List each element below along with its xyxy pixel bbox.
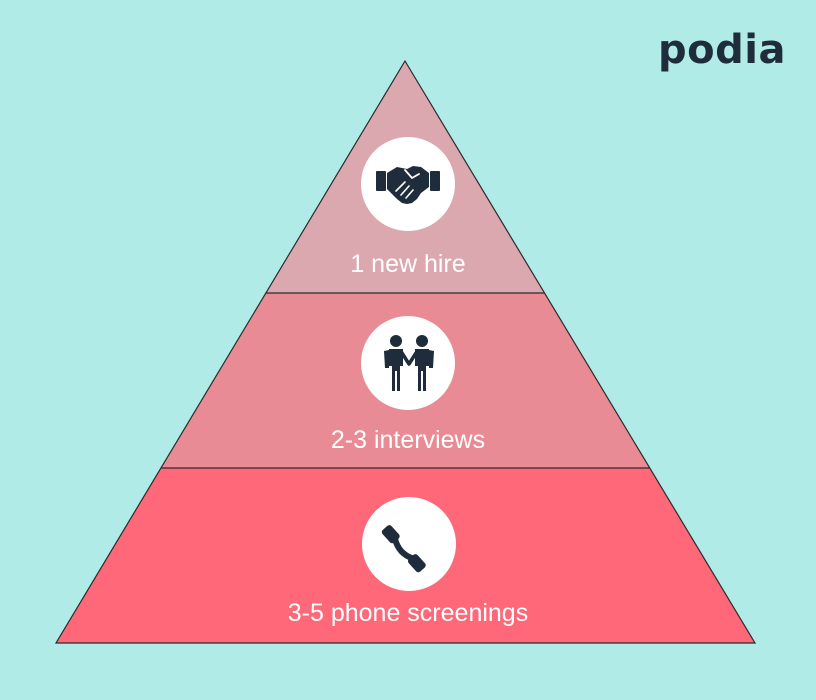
two-people-shaking-hands-icon bbox=[384, 335, 434, 391]
people-icon-circle bbox=[361, 316, 455, 410]
phone-icon bbox=[381, 525, 426, 573]
phone-icon-circle bbox=[362, 497, 456, 591]
handshake-icon bbox=[376, 166, 440, 204]
podia-logo: podia bbox=[658, 27, 786, 73]
pyramid-outline bbox=[54, 59, 757, 644]
tier-label-phone-screenings: 3-5 phone screenings bbox=[287, 599, 529, 627]
tier-label-interviews: 2-3 interviews bbox=[330, 426, 486, 454]
handshake-icon-circle bbox=[361, 137, 455, 231]
tier-label-new-hire: 1 new hire bbox=[350, 250, 466, 278]
